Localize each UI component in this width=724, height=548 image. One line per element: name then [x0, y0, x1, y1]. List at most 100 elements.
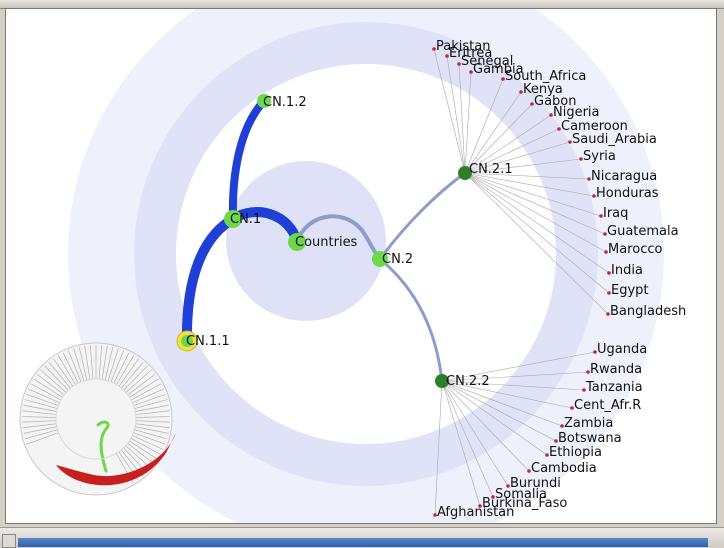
leaf-cn22-label[interactable]: Afghanistan: [437, 505, 514, 520]
minimap-spoke: [22, 420, 57, 423]
leaf-cn22-label[interactable]: Burundi: [510, 476, 561, 491]
leaf-cn21-dot[interactable]: [501, 77, 505, 81]
leaf-cn21-label[interactable]: Iraq: [603, 206, 628, 221]
leaf-cn21-label[interactable]: Bangladesh: [610, 304, 686, 319]
leaf-cn22-dot[interactable]: [491, 495, 495, 499]
leaf-cn21-dot[interactable]: [530, 102, 534, 106]
minimap-spoke: [129, 440, 159, 460]
leaf-cn22-dot[interactable]: [570, 406, 574, 410]
node-cn22[interactable]: CN.2.2: [435, 374, 490, 389]
leaf-cn21-label[interactable]: Syria: [583, 149, 616, 164]
leaf-cn21-label[interactable]: Cameroon: [561, 119, 628, 134]
leaf-cn21-edge: [446, 55, 466, 174]
leaf-cn21-dot[interactable]: [557, 127, 561, 131]
leaf-cn21-dot[interactable]: [603, 232, 607, 236]
leaf-cn21-dot[interactable]: [607, 271, 611, 275]
minimap-spoke: [101, 345, 108, 380]
leaf-cn21-label[interactable]: Eritrea: [449, 46, 492, 61]
radial-graph[interactable]: PakistanEritreaSenegalGambiaSouth_Africa…: [6, 9, 717, 524]
leaf-cn22-label[interactable]: Tanzania: [585, 380, 643, 395]
leaf-cn21-label[interactable]: South_Africa: [505, 69, 586, 84]
leaf-cn21-dot[interactable]: [579, 157, 583, 161]
leaf-cn21-label[interactable]: Nigeria: [553, 105, 600, 120]
leaf-cn21-label[interactable]: Egypt: [611, 283, 649, 298]
leaf-cn21-edge: [464, 71, 472, 174]
minimap-spoke: [22, 423, 57, 429]
leaf-cn21-label[interactable]: Marocco: [608, 242, 662, 257]
leaf-cn21-dot[interactable]: [606, 312, 610, 316]
minimap-spoke: [125, 369, 152, 393]
leaf-cn21-dot[interactable]: [607, 291, 611, 295]
leaf-cn21-dot[interactable]: [469, 70, 473, 74]
leaf-cn22-label[interactable]: Cent_Afr.R: [574, 398, 641, 413]
leaf-cn21-dot[interactable]: [604, 250, 608, 254]
leaf-cn22-label[interactable]: Zambia: [564, 416, 613, 431]
minimap-spoke: [26, 393, 59, 406]
node-cn1[interactable]: CN.1: [224, 210, 261, 228]
minimap-spoke: [23, 404, 57, 412]
edge-cn1-cn12: [228, 97, 268, 223]
leaf-cn21-dot[interactable]: [457, 62, 461, 66]
minimap-spoke: [135, 420, 170, 423]
node-label-cn22: CN.2.2: [446, 374, 490, 389]
node-countries[interactable]: Countries: [288, 233, 358, 251]
leaf-cn22-label[interactable]: Cambodia: [531, 461, 597, 476]
minimap-spoke: [132, 435, 164, 450]
leaf-cn22-edge: [441, 380, 494, 498]
leaf-cn21-edge: [464, 103, 533, 174]
node-cn2[interactable]: CN.2: [372, 251, 413, 267]
leaf-cn21-label[interactable]: Senegal: [461, 54, 513, 69]
minimap-spoke: [133, 432, 166, 445]
node-cn11[interactable]: CN.1.1: [176, 330, 230, 352]
radial-overview-minimap[interactable]: [19, 342, 176, 496]
leaf-cn22-dot[interactable]: [478, 504, 482, 508]
leaf-cn22-label[interactable]: Botswana: [558, 431, 622, 446]
leaf-cn21-dot[interactable]: [519, 90, 523, 94]
leaf-cn22-label[interactable]: Ethiopia: [549, 445, 602, 460]
node-cn12[interactable]: CN.1.2: [257, 94, 307, 110]
leaf-cn22-dot[interactable]: [554, 439, 558, 443]
leaf-cn21-label[interactable]: Gabon: [534, 94, 577, 109]
leaf-cn22-dot[interactable]: [560, 424, 564, 428]
leaf-cn21-edge: [464, 78, 504, 174]
leaf-cn22-dot[interactable]: [586, 370, 590, 374]
minimap-spoke: [98, 345, 103, 380]
minimap-spoke: [113, 352, 130, 384]
minimap-spoke: [53, 358, 74, 387]
minimap-spoke: [127, 443, 155, 465]
leaf-cn22-dot[interactable]: [506, 484, 510, 488]
leaf-cn21-dot[interactable]: [587, 177, 591, 181]
leaf-cn22-label[interactable]: Somalia: [495, 487, 547, 502]
leaf-cn21-edge: [464, 114, 552, 174]
leaf-cn22-label[interactable]: Rwanda: [590, 362, 642, 377]
leaf-cn21-label[interactable]: Kenya: [523, 82, 563, 97]
leaf-cn22-edge: [441, 380, 481, 507]
leaf-cn22-dot[interactable]: [433, 513, 437, 517]
leaf-cn21-label[interactable]: Honduras: [596, 186, 659, 201]
leaf-cn21-dot[interactable]: [445, 54, 449, 58]
leaf-cn21-dot[interactable]: [592, 194, 596, 198]
node-cn21[interactable]: CN.2.1: [458, 162, 513, 180]
leaf-cn22-edge: [441, 371, 589, 382]
leaf-cn21-dot[interactable]: [549, 113, 553, 117]
leaf-cn22-dot[interactable]: [527, 469, 531, 473]
leaf-cn21-label[interactable]: India: [611, 263, 643, 278]
leaf-cn21-edge: [464, 172, 602, 217]
leaf-cn21-label[interactable]: Pakistan: [436, 39, 490, 54]
leaf-cn21-label[interactable]: Saudi_Arabia: [572, 132, 657, 147]
leaf-cn22-label[interactable]: Burkina_Faso: [482, 496, 567, 511]
leaf-cn21-edge: [464, 172, 606, 235]
title-strip: [18, 538, 708, 547]
leaf-cn22-label[interactable]: Uganda: [597, 342, 647, 357]
leaf-cn22-dot[interactable]: [593, 350, 597, 354]
leaf-cn22-dot[interactable]: [582, 388, 586, 392]
minimap-spoke: [131, 383, 162, 401]
leaf-cn21-label[interactable]: Gambia: [473, 62, 524, 77]
leaf-cn21-label[interactable]: Guatemala: [607, 224, 679, 239]
leaf-cn21-label[interactable]: Nicaragua: [591, 169, 657, 184]
leaf-cn22-dot[interactable]: [545, 453, 549, 457]
leaf-cn21-dot[interactable]: [568, 140, 572, 144]
leaf-cn21-dot[interactable]: [432, 47, 436, 51]
leaf-cn21-dot[interactable]: [599, 214, 603, 218]
